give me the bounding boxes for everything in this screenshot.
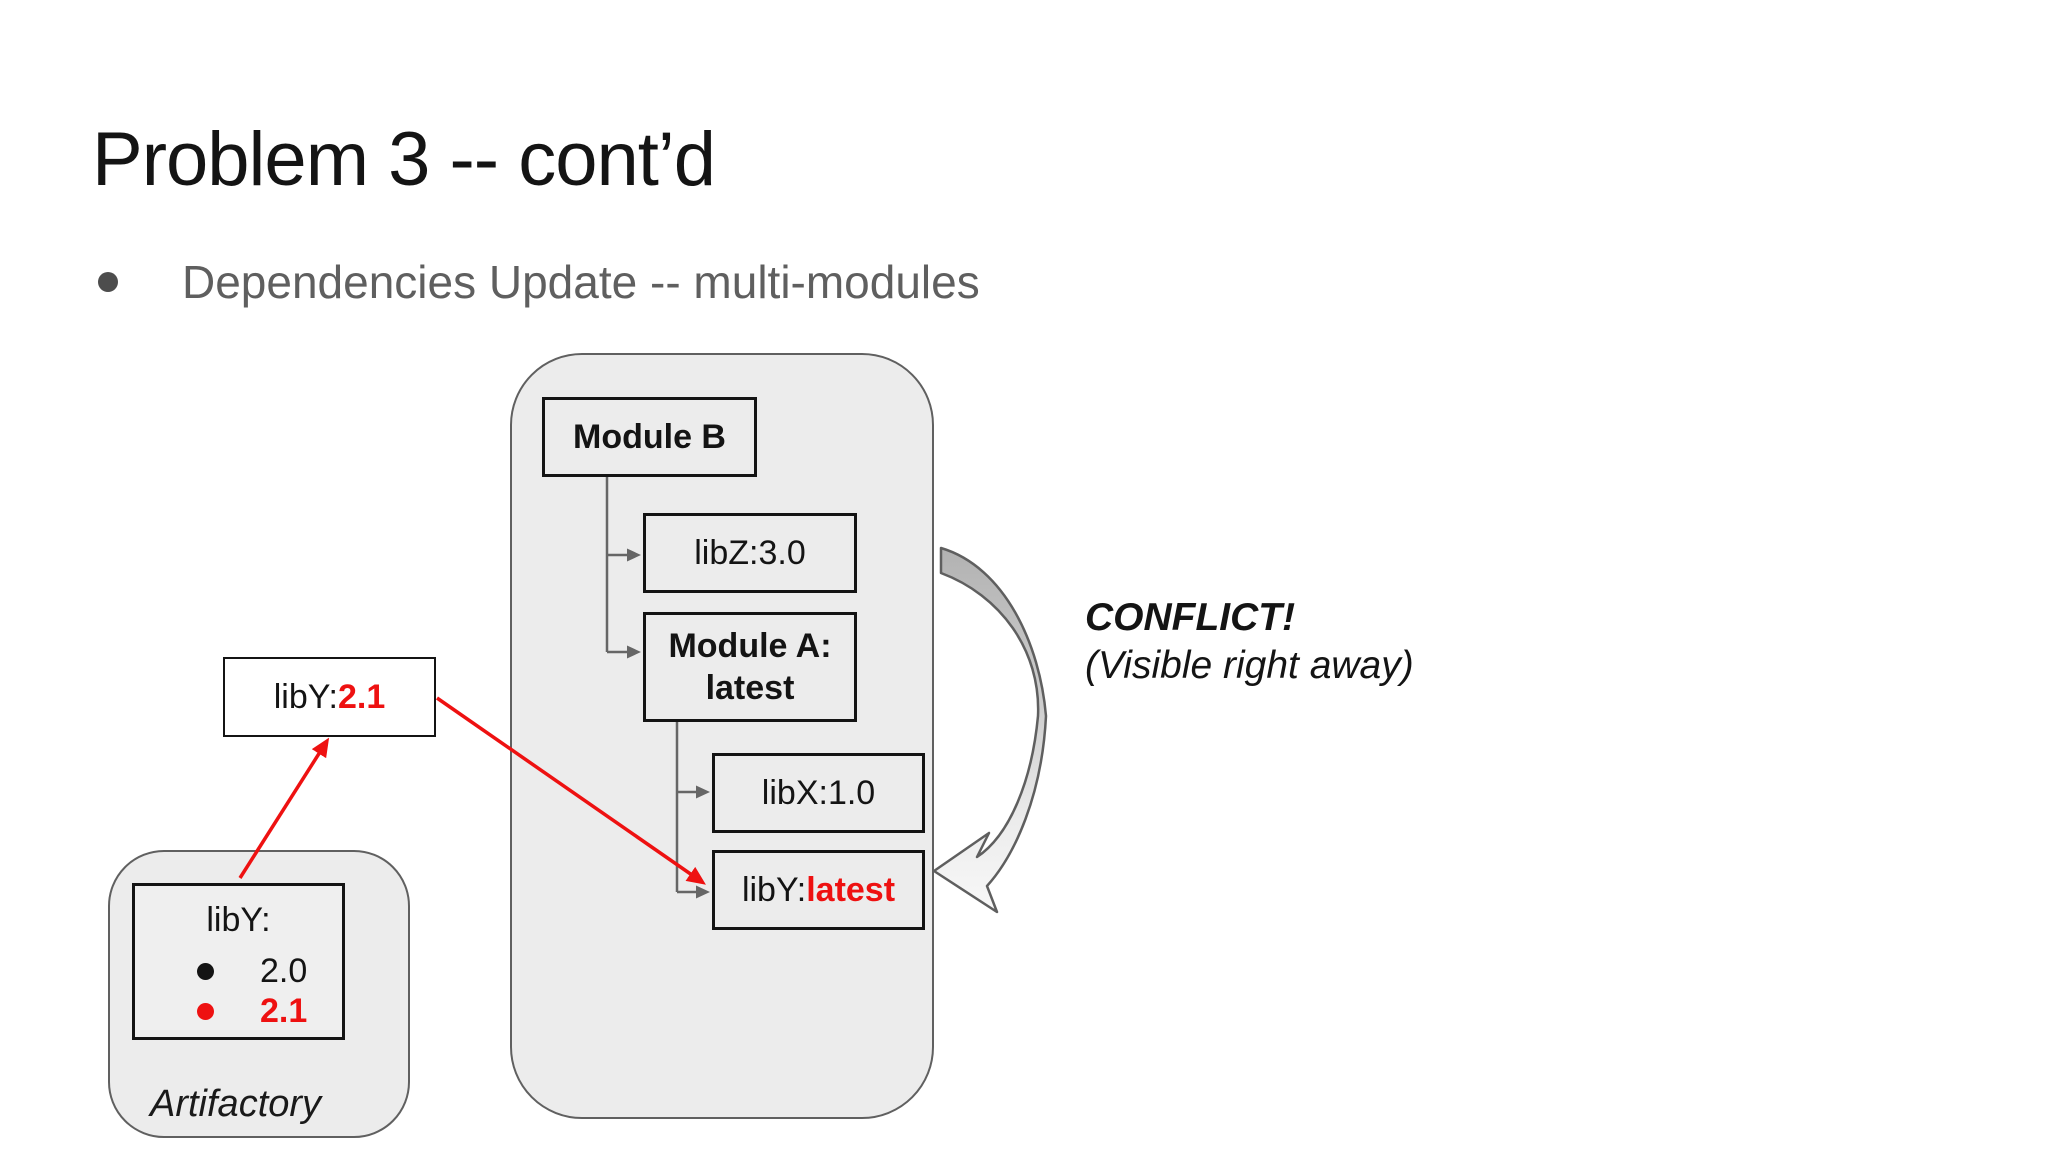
- node-libz: libZ:3.0: [643, 513, 857, 593]
- node-module-b: Module B: [542, 397, 757, 477]
- conflict-title: CONFLICT!: [1085, 596, 1296, 639]
- module-a-line1: Module A:: [668, 626, 832, 665]
- version-21-value: 2.1: [260, 992, 308, 1030]
- liby21-prefix: libY:: [273, 677, 338, 716]
- version-row-20: 2.0: [197, 952, 320, 991]
- version-21-bullet-icon: [197, 1003, 214, 1020]
- node-libx: libX:1.0: [712, 753, 925, 833]
- bullet-row: Dependencies Update -- multi-modules: [98, 255, 980, 309]
- liby21-version: 2.1: [338, 677, 386, 716]
- version-20-bullet-icon: [197, 963, 214, 980]
- version-20-value: 2.0: [260, 952, 308, 990]
- libx-label: libX:1.0: [761, 773, 876, 812]
- node-liby-latest: libY:latest: [712, 850, 925, 930]
- node-liby21: libY:2.1: [223, 657, 436, 737]
- artifactory-package-box: libY: 2.0 2.1: [132, 883, 345, 1040]
- module-b-label: Module B: [573, 417, 726, 456]
- artifactory-caption: Artifactory: [150, 1083, 322, 1125]
- bullet-text: Dependencies Update -- multi-modules: [182, 256, 980, 308]
- bullet-icon: [98, 272, 118, 292]
- module-a-line2: latest: [705, 669, 795, 707]
- liby-latest-version: latest: [806, 870, 896, 909]
- libz-label: libZ:3.0: [694, 533, 806, 572]
- artifactory-package-label: libY:: [206, 901, 271, 939]
- version-row-21: 2.1: [197, 992, 320, 1031]
- conflict-arrow: [932, 546, 1048, 914]
- node-module-a: Module A: latest: [643, 612, 857, 722]
- conflict-subtitle: (Visible right away): [1085, 644, 1414, 687]
- slide-title: Problem 3 -- cont’d: [92, 117, 716, 202]
- conflict-note: CONFLICT! (Visible right away): [1085, 594, 1414, 690]
- liby-latest-prefix: libY:: [741, 870, 807, 909]
